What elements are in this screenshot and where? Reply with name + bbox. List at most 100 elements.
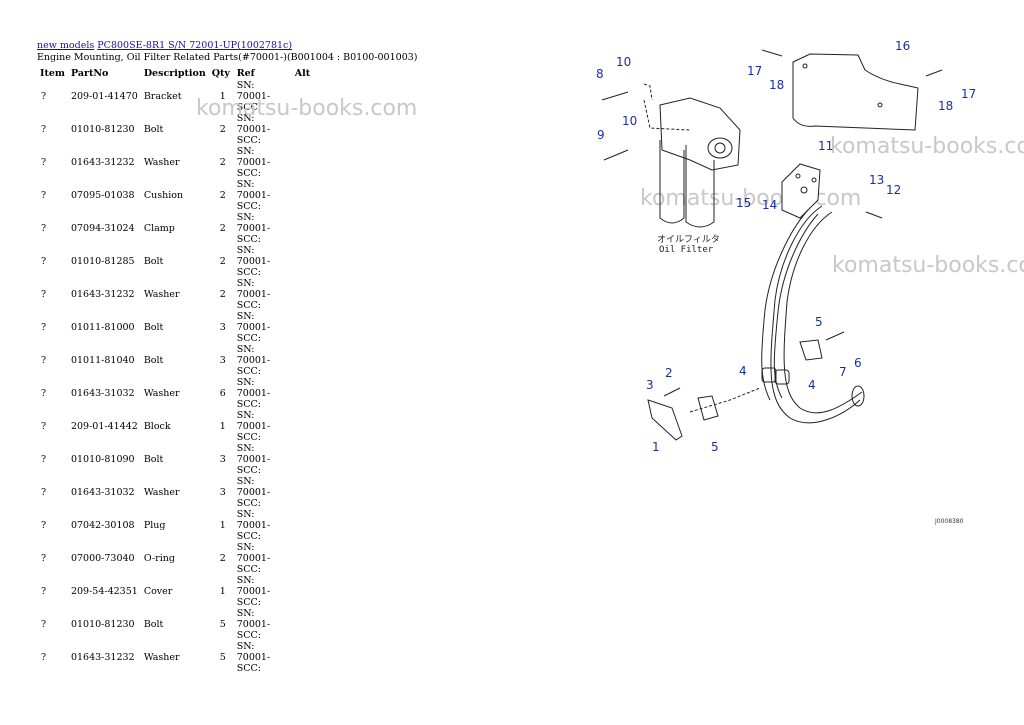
callout-14: 14 xyxy=(762,198,777,212)
cell-qty: 2 xyxy=(219,190,226,201)
cover-bracket xyxy=(792,53,919,131)
cell-alt xyxy=(292,278,313,311)
cell-desc: Washer xyxy=(143,289,180,300)
cell-item: ? xyxy=(41,256,47,267)
cell-qty: 1 xyxy=(219,586,226,597)
cell-item: ? xyxy=(41,289,47,300)
cell-alt xyxy=(292,245,313,278)
cell-ref: SN: 70001-SCC: xyxy=(236,179,271,212)
cell-item: ? xyxy=(41,124,47,135)
breadcrumb-link-model[interactable]: PC800SE-8R1 S/N 72001-UP(1002781c) xyxy=(97,40,293,51)
cell-ref: SN: 70001-SCC: xyxy=(236,608,271,641)
cell-ref: SN: 70001-SCC: xyxy=(236,278,271,311)
callout-3: 3 xyxy=(646,378,654,392)
cell-item: ? xyxy=(41,454,47,465)
callout-4: 4 xyxy=(808,378,816,392)
cell-desc: Washer xyxy=(143,157,180,168)
callout-18: 18 xyxy=(938,99,953,113)
cell-qty: 3 xyxy=(219,322,226,333)
cell-ref: SN: 70001-SCC: xyxy=(236,575,271,608)
cell-item: ? xyxy=(41,355,47,366)
cell-ref: SN: 70001-SCC: xyxy=(236,443,271,476)
cell-ref: SN: 70001-SCC: xyxy=(236,311,271,344)
cell-part: 01643-31032 xyxy=(70,487,135,498)
cell-ref: SN: 70001-SCC: xyxy=(236,641,271,674)
callout-2: 2 xyxy=(665,366,673,380)
callout-17: 17 xyxy=(747,64,762,78)
cell-alt xyxy=(292,542,313,575)
cell-desc: O-ring xyxy=(143,553,175,564)
cell-part: 01011-81040 xyxy=(70,355,135,366)
cell-qty: 3 xyxy=(219,355,226,366)
bolts xyxy=(601,49,943,397)
cell-part: 01010-81090 xyxy=(70,454,135,465)
cell-ref: SN: 70001-SCC: xyxy=(236,146,271,179)
cell-desc: Bolt xyxy=(143,454,164,465)
block xyxy=(781,163,821,219)
cell-part: 07094-31024 xyxy=(70,223,135,234)
cell-item: ? xyxy=(41,487,47,498)
callout-1: 1 xyxy=(652,440,660,454)
cell-desc: Bolt xyxy=(143,322,164,333)
header-description: Description xyxy=(143,67,206,79)
cell-qty: 2 xyxy=(219,124,226,135)
cell-alt xyxy=(292,476,313,509)
cell-alt xyxy=(292,443,313,476)
cell-part: 01011-81000 xyxy=(70,322,135,333)
cell-desc: Bolt xyxy=(143,355,164,366)
cell-alt xyxy=(292,311,313,344)
cell-item: ? xyxy=(41,388,47,399)
callout-18: 18 xyxy=(769,78,784,92)
cell-item: ? xyxy=(41,223,47,234)
drawing-code: J0008380 xyxy=(934,518,964,525)
table-header-row: Item PartNo Description Qty Ref Alt xyxy=(37,66,313,80)
cell-item: ? xyxy=(41,91,47,102)
cell-qty: 1 xyxy=(219,421,226,432)
cell-alt xyxy=(292,641,313,674)
cell-qty: 2 xyxy=(219,553,226,564)
table-row: ? 01010-81090 Bolt 3 SN: 70001-SCC: xyxy=(37,443,313,476)
callout-5: 5 xyxy=(711,440,719,454)
cell-part: 209-01-41470 xyxy=(70,91,138,102)
parts-table: Item PartNo Description Qty Ref Alt ? 209… xyxy=(37,66,313,675)
cell-desc: Bolt xyxy=(143,619,164,630)
cell-desc: Washer xyxy=(143,388,180,399)
header-ref: Ref xyxy=(236,67,255,79)
cell-qty: 1 xyxy=(219,91,226,102)
cell-qty: 3 xyxy=(219,454,226,465)
oil-filter-assembly xyxy=(643,83,741,228)
cell-ref: SN: 70001-SCC: xyxy=(236,509,271,542)
cell-ref: SN: 70001-SCC: xyxy=(236,80,271,113)
cell-qty: 5 xyxy=(219,652,226,663)
cell-part: 209-01-41442 xyxy=(70,421,138,432)
callout-7: 7 xyxy=(839,365,847,379)
cell-alt xyxy=(292,146,313,179)
cell-desc: Block xyxy=(143,421,171,432)
breadcrumb-link-new-models[interactable]: new models xyxy=(37,40,95,51)
cell-ref: SN: 70001-SCC: xyxy=(236,113,271,146)
cell-qty: 1 xyxy=(219,520,226,531)
cell-desc: Washer xyxy=(143,487,180,498)
cell-part: 209-54-42351 xyxy=(70,586,138,597)
cell-alt xyxy=(292,509,313,542)
cell-qty: 5 xyxy=(219,619,226,630)
cell-desc: Cover xyxy=(143,586,173,597)
cell-item: ? xyxy=(41,586,47,597)
callout-12: 12 xyxy=(886,183,901,197)
cell-item: ? xyxy=(41,190,47,201)
